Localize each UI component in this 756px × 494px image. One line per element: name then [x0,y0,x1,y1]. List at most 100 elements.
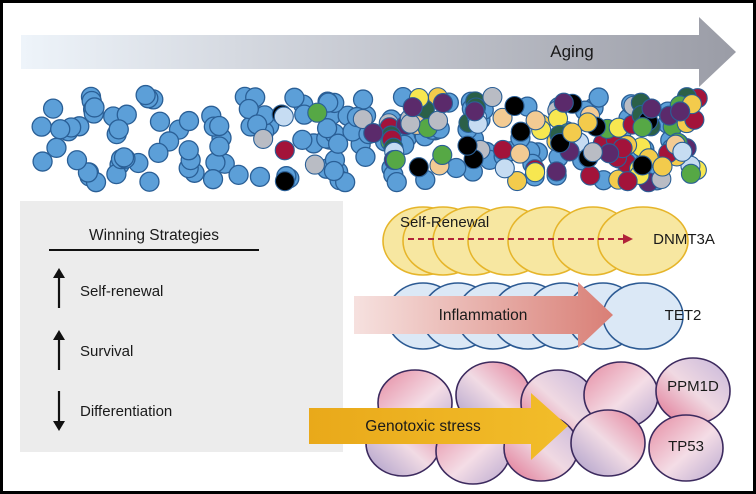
black-clone-cell [504,95,525,117]
aging-arrow: Aging [21,17,736,87]
aging-arrow-shape [21,17,736,87]
up-arrowhead-icon [53,268,65,278]
inflammation-arrow [354,282,613,348]
strategy-label-differentiation: Differentiation [80,403,172,420]
clonal-hematopoiesis-diagram: Aging Winning Strategies Self-renewal Su… [20,17,736,485]
purple-clone-cell [402,97,423,118]
dashed-arrowhead-icon [623,234,633,244]
hsc-cell [238,98,259,120]
hsc-cell [31,116,52,137]
black-clone-cell [510,121,531,142]
gene-label-dnmt3a: DNMT3A [653,231,715,248]
hsc-cell [113,147,135,168]
dnmt3a-leading-cell [597,206,689,276]
hsc-cell [292,129,313,151]
tp53-ppm1d-cell [570,409,646,477]
hsc-cell [46,137,67,158]
hsc-cell [228,164,249,186]
gray-clone-cell [352,109,373,130]
gold-clone-cell [577,112,598,133]
tan-clone-cell [525,110,546,131]
hsc-cell [249,166,271,188]
green-clone-cell [385,149,406,170]
genotoxic-stress-arrow [309,393,568,460]
gold-clone-cell [652,156,673,177]
tp53-ppm1d-clone-row: Genotoxic stress PPM1D TP53 [309,357,731,485]
purple-clone-cell [432,93,454,114]
gene-label-tp53: TP53 [668,438,704,455]
inflammation-mechanism-label: Inflammation [439,307,528,324]
lightblue-clone-cell [494,158,515,179]
hsc-cell [108,119,129,140]
gray-clone-cell [253,128,274,149]
gray-clone-cell [400,113,421,134]
hsc-cell [327,133,349,154]
gene-label-ppm1d: PPM1D [667,378,719,395]
tet2-clone-row: Inflammation TET2 [354,282,702,350]
gene-label-tet2: TET2 [665,307,702,324]
strategy-survival: Survival [53,330,133,370]
hsc-cell [209,115,230,137]
winning-strategies-panel: Winning Strategies Self-renewal Survival… [20,201,343,452]
genotoxic-stress-mechanism-label: Genotoxic stress [365,418,481,435]
green-clone-cell [632,117,653,138]
hsc-cell [50,119,71,140]
strategy-differentiation: Differentiation [53,391,172,431]
purple-clone-cell [546,161,567,182]
hsc-cell [148,142,169,164]
hsc-cell [135,84,156,106]
purple-clone-cell [464,101,485,122]
purple-clone-cell [670,101,691,122]
black-clone-cell [632,155,653,176]
red-clone-cell [492,139,513,160]
cell-population [31,84,708,193]
gold-clone-cell [562,122,583,143]
hsc-cell [355,146,376,167]
hsc-cell [316,118,338,139]
hsc-cell [149,111,171,132]
strategy-label-survival: Survival [80,343,133,360]
hsc-cell [178,140,199,161]
hsc-cell [66,150,88,171]
hsc-cell [284,87,305,108]
hsc-cell [42,98,64,119]
gray-clone-cell [427,110,449,131]
hsc-cell [139,171,160,192]
strategy-self-renewal: Self-renewal [53,268,163,308]
purple-clone-cell [641,98,662,119]
gold-clone-cell [507,171,528,192]
black-clone-cell [274,171,295,192]
hsc-cell [323,160,345,182]
red-clone-cell [580,165,601,186]
dnmt3a-cells [382,206,689,276]
panel-title: Winning Strategies [89,227,219,244]
green-clone-cell [432,144,453,166]
tan-clone-cell [510,143,531,164]
up-arrowhead-icon [53,330,65,340]
hsc-cell [84,97,105,118]
tp53-leading-cell [648,414,724,482]
hsc-cell [386,171,407,193]
gray-clone-cell [482,86,503,108]
purple-clone-cell [553,92,574,113]
panel-background [20,201,343,452]
self-renewal-mechanism-label: Self-Renewal [400,214,489,231]
hsc-cell [32,151,53,172]
gray-clone-cell [582,142,603,163]
hsc-cell [209,136,230,157]
gray-clone-cell [304,154,325,175]
red-clone-cell [617,171,638,192]
hsc-cell [178,110,200,132]
hsc-cell [588,87,609,108]
hsc-cell [202,169,224,190]
tan-clone-cell [492,107,513,128]
strategy-label-self-renewal: Self-renewal [80,283,163,300]
aging-label: Aging [550,42,593,61]
red-clone-cell [274,140,295,161]
dnmt3a-clone-row: Self-Renewal DNMT3A [382,206,715,276]
green-clone-cell [307,102,328,123]
down-arrowhead-icon [53,421,65,431]
yellow-clone-cell [525,162,546,183]
purple-clone-cell [363,122,384,144]
